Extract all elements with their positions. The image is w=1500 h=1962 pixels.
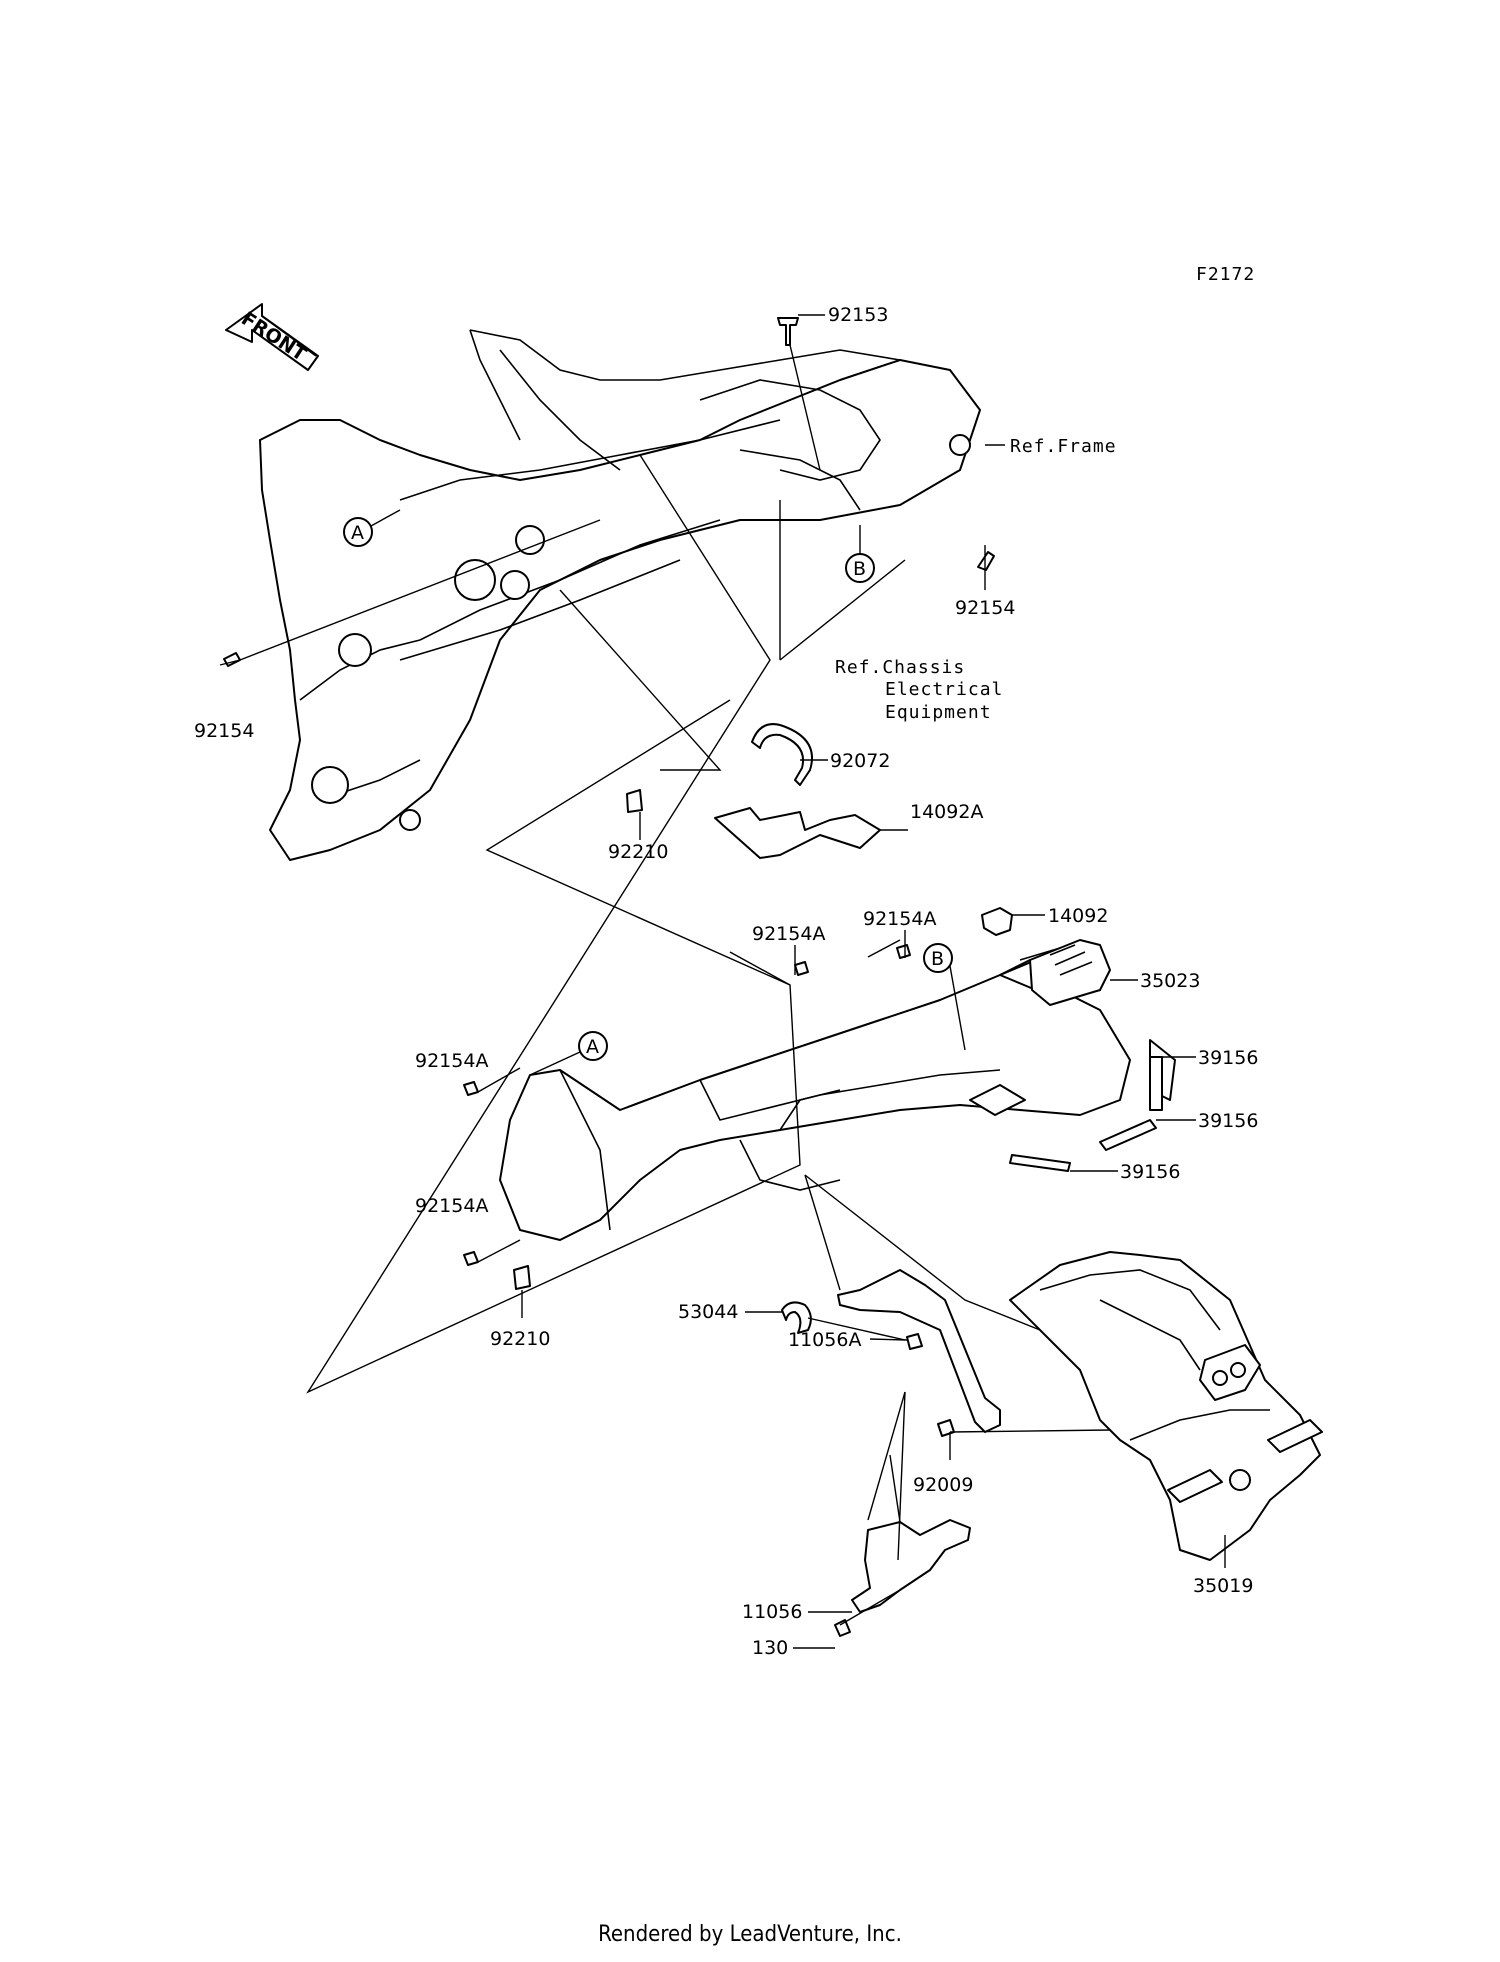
hardware xyxy=(223,317,995,1637)
callout-92154-left: 92154 xyxy=(194,720,254,742)
callout-35019: 35019 xyxy=(1193,1575,1253,1597)
group-outlines xyxy=(306,454,1041,1626)
frame-assembly xyxy=(259,329,981,861)
callout-11056: 11056 xyxy=(742,1601,802,1623)
callout-92009: 92009 xyxy=(913,1474,973,1496)
callout-92154A-3: 92154A xyxy=(415,1050,488,1072)
callout-92154A-4: 92154A xyxy=(415,1195,488,1217)
callout-ref-chassis-2: Electrical xyxy=(885,679,1003,700)
nut-53044 xyxy=(781,1301,812,1334)
regulator-35023 xyxy=(1029,939,1111,1006)
svg-text:A: A xyxy=(351,522,364,544)
strap-92072 xyxy=(751,723,813,786)
marker-b-mid: B xyxy=(923,943,966,1051)
bracket-11056 xyxy=(851,1519,971,1613)
callout-92210-top: 92210 xyxy=(608,841,668,863)
svg-text:A: A xyxy=(586,1036,599,1058)
callout-11056A: 11056A xyxy=(788,1329,861,1351)
callout-14092A: 14092A xyxy=(910,801,983,823)
callout-39156-2: 39156 xyxy=(1198,1110,1258,1132)
marker-b-top: B xyxy=(845,525,875,583)
callout-92154A-1: 92154A xyxy=(752,923,825,945)
plate-39156-2 xyxy=(1099,1119,1157,1151)
svg-text:B: B xyxy=(853,558,866,580)
marker-a-mid: A xyxy=(529,1031,608,1076)
cap-14092 xyxy=(981,907,1013,936)
callout-35023: 35023 xyxy=(1140,970,1200,992)
plate-39156-3 xyxy=(1009,1154,1071,1172)
callout-39156-1: 39156 xyxy=(1198,1047,1258,1069)
rear-fender-35019 xyxy=(1009,1251,1323,1561)
callout-92072: 92072 xyxy=(830,750,890,772)
bracket-14092A xyxy=(714,807,881,859)
callout-92154A-2: 92154A xyxy=(863,908,936,930)
callout-ref-chassis-1: Ref.Chassis xyxy=(835,657,965,678)
callout-92210-bottom: 92210 xyxy=(490,1328,550,1350)
diagram-code: F2172 xyxy=(1196,264,1255,285)
stay-11056A xyxy=(837,1269,1001,1433)
callout-92154-right: 92154 xyxy=(955,597,1015,619)
marker-a-top: A xyxy=(343,509,401,547)
plate-39156-1 xyxy=(1149,1056,1163,1111)
callout-ref-frame: Ref.Frame xyxy=(1010,436,1117,457)
callout-39156-3: 39156 xyxy=(1120,1161,1180,1183)
callout-labels: 92153 Ref.Frame 92154 92154 Ref.Chassis … xyxy=(194,304,1258,1659)
leader-lines xyxy=(219,314,1226,1649)
footer-credit: Rendered by LeadVenture, Inc. xyxy=(598,1922,902,1947)
callout-14092: 14092 xyxy=(1048,905,1108,927)
callout-92153: 92153 xyxy=(828,304,888,326)
svg-text:B: B xyxy=(931,948,944,970)
callout-53044: 53044 xyxy=(678,1301,738,1323)
callout-130: 130 xyxy=(752,1637,788,1659)
front-arrow-icon: FRONT xyxy=(225,303,319,371)
callout-ref-chassis-3: Equipment xyxy=(885,702,992,723)
